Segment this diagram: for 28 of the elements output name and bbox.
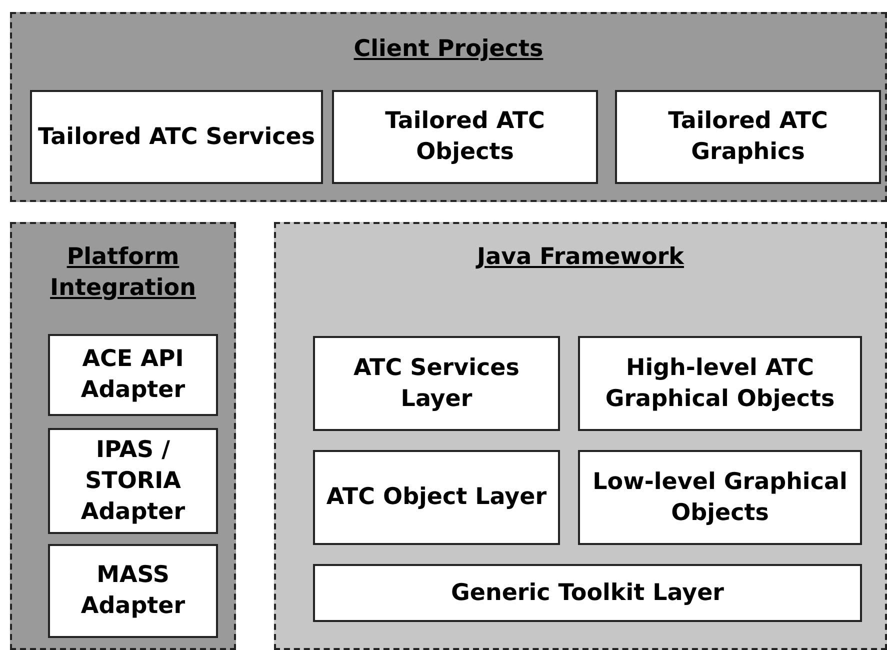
group-panel [10, 12, 887, 202]
group-title: Platform Integration [49, 243, 197, 303]
component-box [578, 336, 862, 431]
component-label: MASS Adapter [80, 561, 186, 621]
component-box [615, 90, 881, 184]
component-label: IPAS / STORIA Adapter [80, 436, 186, 526]
component-label: Low-level Graphical Objects [592, 468, 848, 528]
component-box [48, 544, 218, 638]
component-box [578, 450, 862, 545]
component-box [313, 450, 560, 545]
component-label: ACE API Adapter [80, 345, 186, 405]
group-panel [10, 222, 236, 650]
component-box [30, 90, 323, 184]
group-panel [274, 222, 887, 650]
component-label: Tailored ATC Graphics [667, 107, 829, 167]
component-box [48, 334, 218, 416]
component-label: Tailored ATC Services [38, 122, 316, 152]
group-title: Client Projects [352, 35, 544, 64]
component-label: Tailored ATC Objects [384, 107, 546, 167]
component-label: High-level ATC Graphical Objects [604, 354, 836, 414]
component-box [313, 564, 862, 622]
component-label: Generic Toolkit Layer [450, 578, 724, 608]
group-title: Java Framework [474, 243, 686, 272]
component-box [313, 336, 560, 431]
component-box [332, 90, 598, 184]
component-box [48, 428, 218, 534]
component-label: ATC Services Layer [352, 354, 520, 414]
component-label: ATC Object Layer [326, 483, 547, 512]
